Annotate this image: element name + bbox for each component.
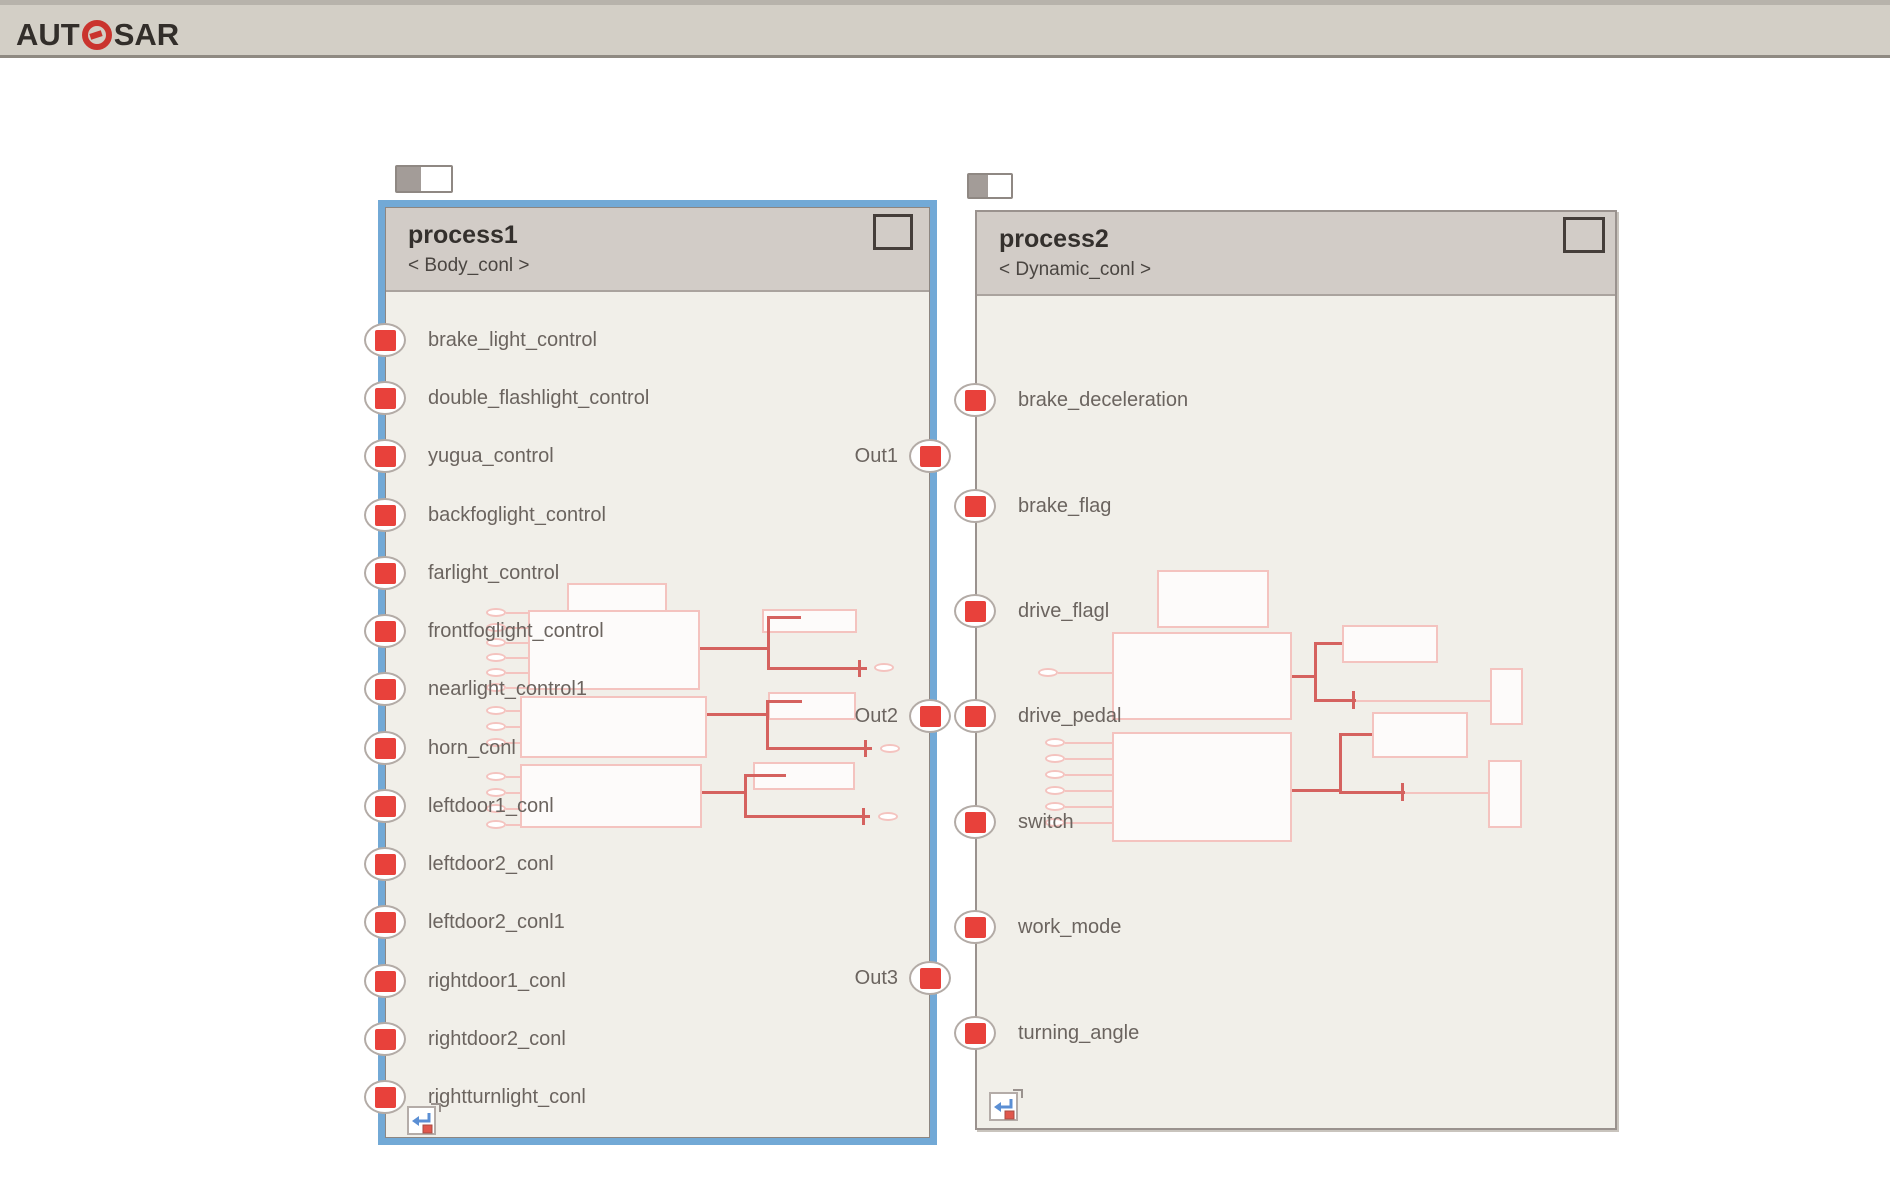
port-brake-light-control-icon[interactable] bbox=[364, 323, 406, 357]
port-label-rightdoor2-conl: rightdoor2_conl bbox=[428, 1028, 566, 1050]
port-label-double-flashlight-control: double_flashlight_control bbox=[428, 387, 650, 409]
port-label-switch: switch bbox=[1018, 811, 1074, 833]
port-label-leftdoor2-conl: leftdoor2_conl bbox=[428, 853, 554, 875]
autosar-banner: AUT SAR bbox=[0, 0, 1890, 58]
port-label-drive-flagl: drive_flagl bbox=[1018, 600, 1110, 622]
port-brake-flag-icon[interactable] bbox=[954, 489, 996, 523]
process1-subsystem-square-icon[interactable] bbox=[873, 214, 913, 250]
process2-model-link-icon[interactable] bbox=[988, 1086, 1026, 1129]
port-yugua-control-icon[interactable] bbox=[364, 439, 406, 473]
process1-model-link-icon[interactable] bbox=[406, 1100, 444, 1143]
port-nearlight-control1-icon[interactable] bbox=[364, 672, 406, 706]
port-label-farlight-control: farlight_control bbox=[428, 562, 560, 584]
autosar-logo: AUT SAR bbox=[16, 17, 179, 53]
process2-type: < Dynamic_conl > bbox=[999, 259, 1152, 280]
port-rightdoor2-conl-icon[interactable] bbox=[364, 1022, 406, 1056]
port-label-yugua-control: yugua_control bbox=[428, 445, 554, 467]
port-out2-icon[interactable] bbox=[909, 699, 951, 733]
port-label-brake-flag: brake_flag bbox=[1018, 495, 1112, 517]
port-label-drive-pedal: drive_pedal bbox=[1018, 705, 1122, 727]
port-label-leftdoor2-conl1: leftdoor2_conl1 bbox=[428, 911, 565, 933]
port-switch-icon[interactable] bbox=[954, 805, 996, 839]
autosar-logo-text-pre: AUT bbox=[16, 17, 80, 52]
port-label-leftdoor1-conl: leftdoor1_conl bbox=[428, 795, 554, 817]
port-farlight-control-icon[interactable] bbox=[364, 556, 406, 590]
port-label-backfoglight-control: backfoglight_control bbox=[428, 504, 606, 526]
port-leftdoor1-conl-icon[interactable] bbox=[364, 789, 406, 823]
port-label-turning-angle: turning_angle bbox=[1018, 1022, 1140, 1044]
port-turning-angle-icon[interactable] bbox=[954, 1016, 996, 1050]
process1-title: process1 bbox=[408, 221, 518, 249]
port-label-work-mode: work_mode bbox=[1018, 916, 1122, 938]
port-horn-conl-icon[interactable] bbox=[364, 731, 406, 765]
port-out3-icon[interactable] bbox=[909, 961, 951, 995]
port-label-horn-conl: horn_conl bbox=[428, 737, 516, 759]
port-brake-deceleration-icon[interactable] bbox=[954, 383, 996, 417]
process2-subsystem-square-icon[interactable] bbox=[1563, 217, 1605, 253]
port-rightdoor1-conl-icon[interactable] bbox=[364, 964, 406, 998]
port-rightturnlight-conl-icon[interactable] bbox=[364, 1080, 406, 1114]
tab-handle-icon bbox=[969, 175, 988, 197]
port-drive-pedal-icon[interactable] bbox=[954, 699, 996, 733]
port-label-brake-deceleration: brake_deceleration bbox=[1018, 389, 1189, 411]
process1-tab-handle[interactable] bbox=[395, 165, 453, 193]
tab-handle-icon bbox=[397, 167, 422, 191]
port-work-mode-icon[interactable] bbox=[954, 910, 996, 944]
autosar-red-ring-icon bbox=[81, 20, 112, 50]
port-label-rightturnlight-conl: rightturnlight_conl bbox=[428, 1086, 586, 1108]
port-out1-icon[interactable] bbox=[909, 439, 951, 473]
process2-tab-handle[interactable] bbox=[967, 173, 1013, 199]
port-leftdoor2-conl1-icon[interactable] bbox=[364, 905, 406, 939]
port-label-out3: Out3 bbox=[854, 967, 898, 989]
process2-header: process2 < Dynamic_conl > bbox=[977, 212, 1615, 296]
port-double-flashlight-control-icon[interactable] bbox=[364, 381, 406, 415]
port-backfoglight-control-icon[interactable] bbox=[364, 498, 406, 532]
autosar-logo-text-post: SAR bbox=[113, 17, 180, 52]
port-label-brake-light-control: brake_light_control bbox=[428, 329, 597, 351]
process1-type: < Body_conl > bbox=[408, 255, 530, 276]
port-label-nearlight-control1: nearlight_control1 bbox=[428, 678, 587, 700]
port-leftdoor2-conl-icon[interactable] bbox=[364, 847, 406, 881]
port-label-frontfoglight-control: frontfoglight_control bbox=[428, 620, 604, 642]
process2-title: process2 bbox=[999, 225, 1109, 253]
port-label-rightdoor1-conl: rightdoor1_conl bbox=[428, 970, 566, 992]
process1-header: process1 < Body_conl > bbox=[386, 208, 929, 292]
port-label-out2: Out2 bbox=[854, 705, 898, 727]
port-drive-flagl-icon[interactable] bbox=[954, 594, 996, 628]
port-frontfoglight-control-icon[interactable] bbox=[364, 614, 406, 648]
port-label-out1: Out1 bbox=[854, 445, 898, 467]
